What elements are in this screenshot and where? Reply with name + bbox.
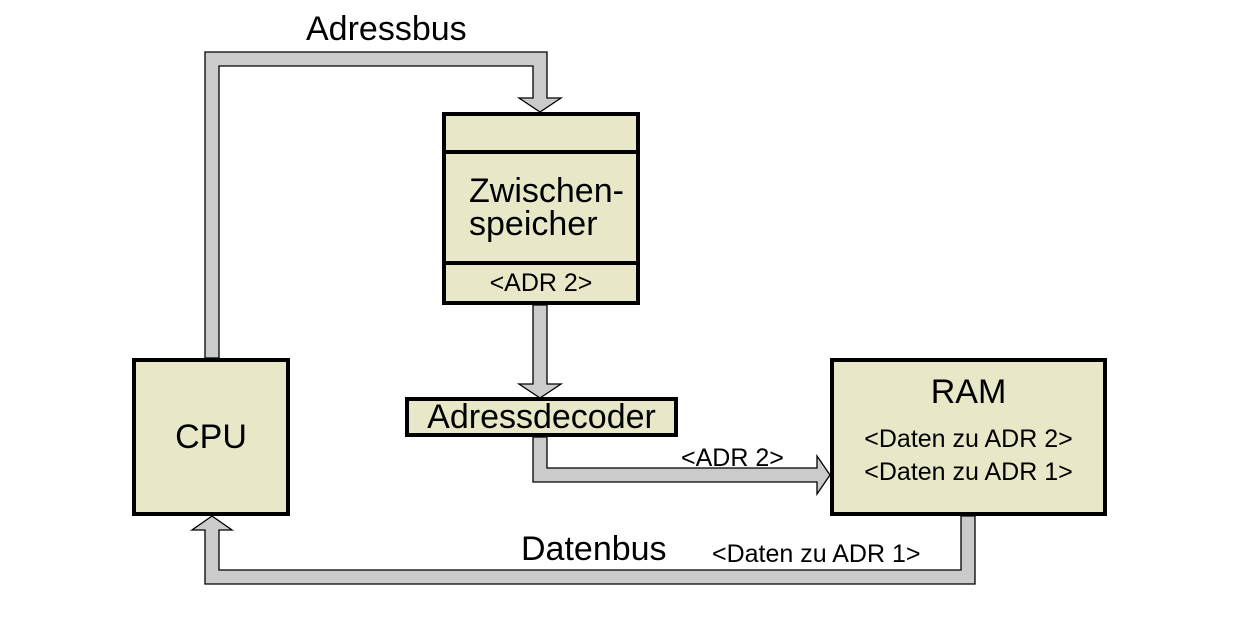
zwischenspeicher-label: Zwischen- speicher (446, 150, 636, 265)
cpu-label: CPU (175, 417, 247, 456)
ram-entry-adr2: <Daten zu ADR 2> (864, 424, 1073, 453)
ram-node: RAM <Daten zu ADR 2> <Daten zu ADR 1> (830, 358, 1107, 516)
data-bus-payload-label: <Daten zu ADR 1> (712, 540, 921, 568)
data-bus-label: Datenbus (521, 530, 667, 568)
adressdecoder-node: Adressdecoder (405, 397, 678, 437)
ram-entry-adr1: <Daten zu ADR 1> (864, 457, 1073, 486)
zwischenspeicher-node: Zwischen- speicher <ADR 2> (442, 112, 640, 305)
decoder-to-ram-arrow (532, 436, 831, 497)
zwischenspeicher-address-slot: <ADR 2> (489, 269, 593, 297)
address-bus-label: Adressbus (306, 10, 467, 48)
ram-label: RAM (930, 372, 1007, 411)
address-bus-pipe (204, 51, 564, 359)
data-bus-pipe (189, 515, 976, 585)
adressdecoder-label: Adressdecoder (427, 397, 656, 436)
zwischenspeicher-label-line1: Zwischen- (469, 171, 624, 210)
decoder-to-ram-payload-label: <ADR 2> (681, 444, 784, 472)
zwischenspeicher-empty-slot (446, 116, 636, 150)
buffer-to-decoder-arrow (516, 304, 564, 399)
zwischenspeicher-label-line2: speicher (469, 204, 598, 243)
cpu-node: CPU (132, 358, 290, 516)
